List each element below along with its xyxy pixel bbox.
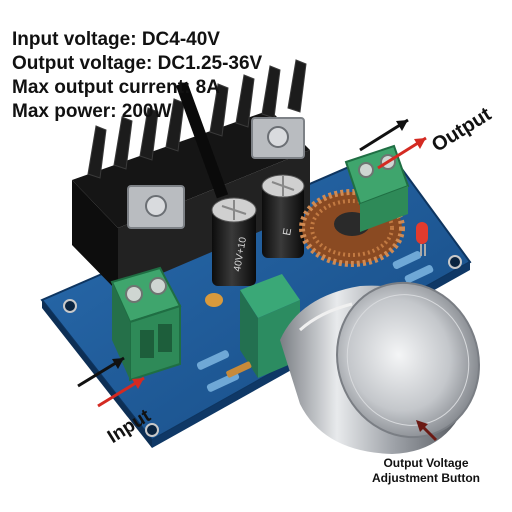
adjustment-button-label: Output Voltage Adjustment Button (372, 456, 480, 486)
transistor-icon (127, 117, 305, 229)
diode-icon (226, 361, 252, 378)
adjustment-label-line1: Output Voltage (383, 456, 469, 470)
spec-max-power: Max power: 200W (12, 101, 172, 122)
capacitor-marking: E (281, 227, 294, 236)
mount-hole-icon (145, 423, 159, 437)
spec-output-voltage: Output voltage: DC1.25-36V (12, 53, 263, 74)
output-arrow-icon (359, 118, 427, 170)
resistor-icon (196, 251, 434, 392)
input-arrow-icon (77, 356, 145, 408)
input-terminal-block-icon (110, 266, 182, 382)
small-capacitor-icon (205, 293, 223, 307)
spec-max-output-current: Max output current: 8A (12, 77, 220, 98)
adjustment-label-line2: Adjustment Button (372, 471, 480, 485)
mount-hole-icon (63, 299, 77, 313)
potentiometer-knob-icon (280, 281, 480, 454)
mount-hole-icon (448, 255, 462, 269)
adjustment-arrow-icon (416, 420, 438, 442)
capacitor-icon (211, 174, 305, 286)
spec-input-voltage: Input voltage: DC4-40V (12, 29, 220, 50)
led-icon (416, 222, 428, 256)
